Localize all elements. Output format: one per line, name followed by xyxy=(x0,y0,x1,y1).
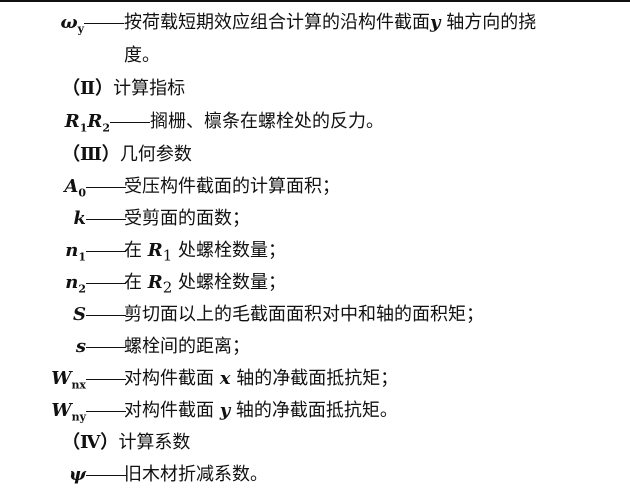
definition-row: Wnx 对构件截面 x 轴的净截面抵抗矩； xyxy=(0,364,630,394)
definition-row: S 剪切面以上的毛截面面积对中和轴的面积矩； xyxy=(0,300,630,330)
definition-continuation: 度。 xyxy=(124,45,160,66)
em-dash xyxy=(86,187,126,188)
symbol: R1R2 xyxy=(64,111,110,135)
definition-row: ωy 按荷载短期效应组合计算的沿构件截面y 轴方向的挠 xyxy=(0,8,630,38)
em-dash xyxy=(110,122,150,123)
em-dash xyxy=(86,475,126,476)
em-dash xyxy=(86,219,126,220)
em-dash xyxy=(84,23,124,24)
definition-text: 对构件截面 y 轴的净截面抵抗矩。 xyxy=(124,400,398,421)
symbol: A0 xyxy=(64,176,86,200)
definition-row: Wny 对构件截面 y 轴的净截面抵抗矩。 xyxy=(0,396,630,426)
em-dash xyxy=(86,283,126,284)
em-dash xyxy=(86,251,126,252)
definition-text: 剪切面以上的毛截面面积对中和轴的面积矩； xyxy=(124,304,484,325)
section-heading: （Ⅱ）计算指标 xyxy=(62,78,186,99)
symbol: S xyxy=(73,304,86,325)
definition-text: 旧木材折减系数。 xyxy=(124,464,268,485)
definition-row: ψ 旧木材折减系数。 xyxy=(0,460,630,490)
definition-text: 受剪面的面数； xyxy=(124,208,250,229)
definition-text: 在 R1 处螺栓数量； xyxy=(124,240,286,265)
definition-row: n1 在 R1 处螺栓数量； xyxy=(0,236,630,266)
symbol: n1 xyxy=(65,240,86,264)
definition-row: s 螺栓间的距离； xyxy=(0,332,630,362)
definition-row: R1R2 搁栅、檩条在螺栓处的反力。 xyxy=(0,107,630,137)
symbol: Wnx xyxy=(51,368,86,392)
symbol: ψ xyxy=(69,464,86,485)
definition-text: 在 R2 处螺栓数量； xyxy=(124,272,286,297)
em-dash xyxy=(86,379,126,380)
em-dash xyxy=(86,315,126,316)
em-dash xyxy=(86,347,126,348)
symbol: k xyxy=(73,208,86,229)
definition-text: 对构件截面 x 轴的净截面抵抗矩； xyxy=(124,368,399,389)
definition-row: k 受剪面的面数； xyxy=(0,204,630,234)
definition-text: 按荷载短期效应组合计算的沿构件截面y 轴方向的挠 xyxy=(124,12,537,33)
symbol: n2 xyxy=(65,272,86,296)
top-rule xyxy=(0,0,630,2)
definition-row: n2 在 R2 处螺栓数量； xyxy=(0,268,630,298)
definition-text: 受压构件截面的计算面积； xyxy=(124,176,340,197)
symbol: ωy xyxy=(60,12,84,36)
symbol: Wny xyxy=(51,400,86,424)
section-heading: （Ⅳ）计算系数 xyxy=(62,432,191,453)
symbol: s xyxy=(75,336,86,357)
definition-text: 螺栓间的距离； xyxy=(124,336,250,357)
definition-text: 搁栅、檩条在螺栓处的反力。 xyxy=(150,111,384,132)
em-dash xyxy=(86,411,126,412)
section-heading: （Ⅲ）几何参数 xyxy=(62,144,192,165)
definition-row: A0 受压构件截面的计算面积； xyxy=(0,172,630,202)
